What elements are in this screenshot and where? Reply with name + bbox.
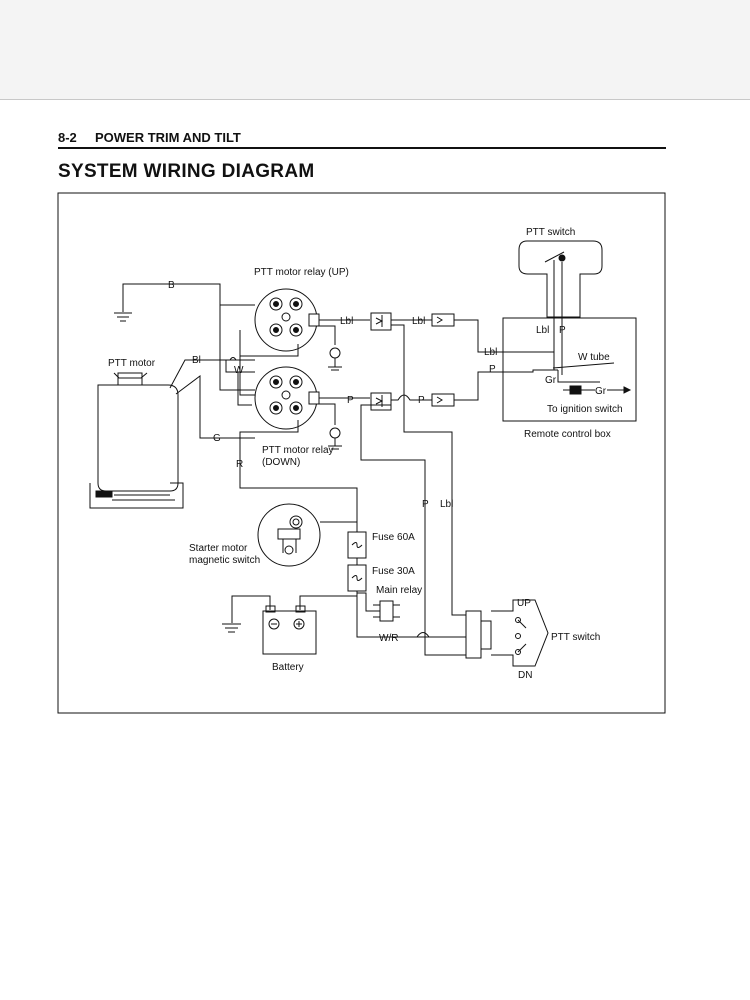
label-ptt-switch-side: PTT switch — [551, 632, 600, 643]
section-number: 8-2 — [58, 130, 77, 145]
main-relay — [379, 600, 394, 622]
label-fuse-60a: Fuse 60A — [372, 532, 415, 543]
ptt-switch-side — [465, 599, 549, 667]
code-gr-1: Gr — [545, 375, 557, 386]
section-header: 8-2 POWER TRIM AND TILT — [58, 129, 666, 149]
label-ptt-motor: PTT motor — [108, 358, 156, 369]
battery — [262, 610, 317, 655]
diagram-frame — [57, 192, 666, 714]
code-wr: W/R — [379, 633, 398, 644]
relay-up — [254, 288, 320, 352]
label-remote-box: Remote control box — [524, 429, 611, 440]
code-lbl-1: Lbl — [340, 316, 353, 327]
code-p-5: P — [422, 499, 429, 510]
label-fuse-30a: Fuse 30A — [372, 566, 415, 577]
page-title: SYSTEM WIRING DIAGRAM — [58, 161, 315, 182]
ptt-switch-handle — [518, 240, 603, 318]
label-relay-down-1: PTT motor relay — [262, 445, 334, 456]
code-gr-2: Gr — [595, 386, 607, 397]
section-title: POWER TRIM AND TILT — [95, 130, 241, 145]
wire-g — [175, 375, 255, 439]
code-p-4: P — [489, 364, 496, 375]
code-p-3: P — [559, 325, 566, 336]
label-dn: DN — [518, 670, 532, 681]
page-top-margin — [0, 0, 750, 100]
label-relay-down-2: (DOWN) — [262, 457, 300, 468]
code-p-1: P — [347, 395, 354, 406]
connector-p-2 — [431, 393, 455, 407]
label-battery: Battery — [272, 662, 304, 673]
ptt-motor — [89, 372, 184, 509]
connector-p-1 — [370, 392, 392, 411]
code-g: G — [213, 433, 221, 444]
relay-down — [254, 366, 320, 430]
wire-b — [122, 283, 221, 312]
code-lbl-3: Lbl — [536, 325, 549, 336]
starter-switch — [257, 503, 321, 567]
code-bl: Bl — [192, 355, 201, 366]
label-relay-up: PTT motor relay (UP) — [254, 267, 349, 278]
label-starter-2: magnetic switch — [189, 555, 260, 566]
code-r: R — [236, 459, 243, 470]
code-p-2: P — [418, 395, 425, 406]
connector-lbl-1 — [370, 312, 392, 331]
label-w-tube: W tube — [578, 352, 610, 363]
code-w: W — [234, 365, 244, 376]
code-lbl-2: Lbl — [412, 316, 425, 327]
label-to-ignition: To ignition switch — [547, 404, 623, 415]
code-lbl-5: Lbl — [440, 499, 453, 510]
code-lbl-4: Lbl — [484, 347, 497, 358]
label-starter-1: Starter motor — [189, 543, 248, 554]
connector-lbl-2 — [431, 313, 455, 327]
code-b: B — [168, 280, 175, 291]
remote-control-box — [502, 317, 637, 422]
label-up: UP — [517, 598, 531, 609]
label-ptt-switch-top: PTT switch — [526, 227, 575, 238]
label-main-relay: Main relay — [376, 585, 422, 596]
